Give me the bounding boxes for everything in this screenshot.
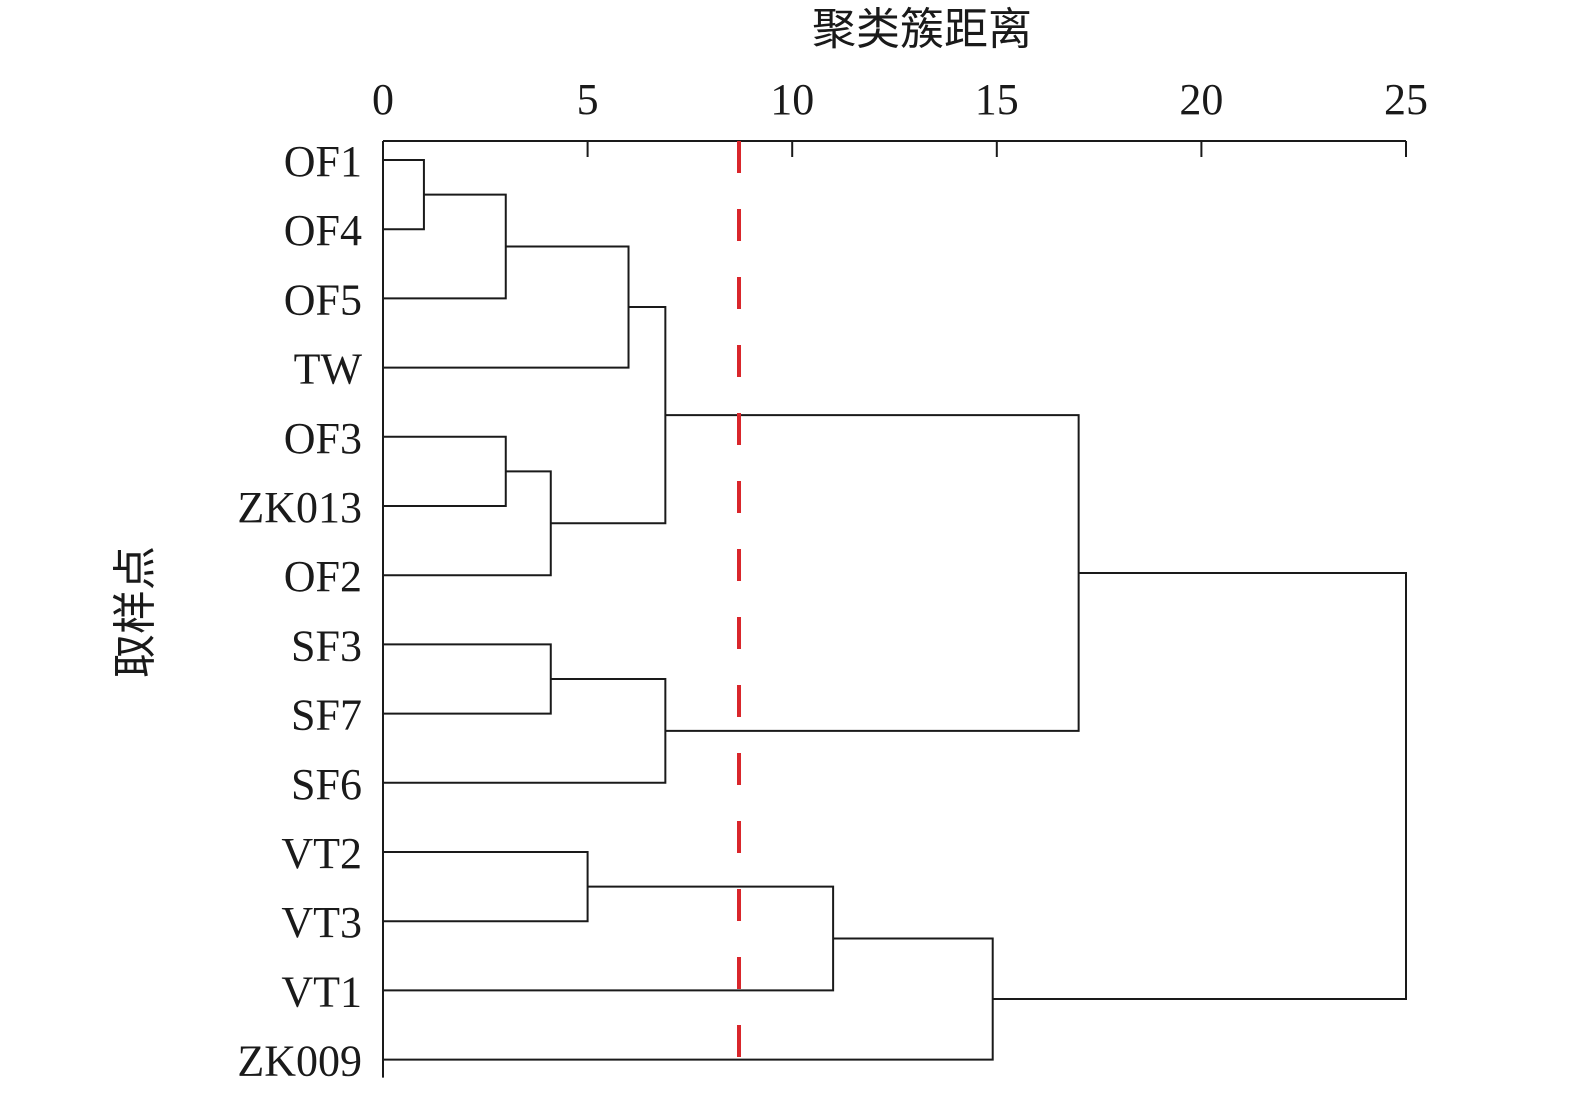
x-tick-label: 0 — [372, 75, 394, 124]
leaf-label: OF3 — [284, 414, 362, 463]
leaf-label: SF7 — [291, 691, 362, 740]
merge-link — [383, 193, 507, 300]
leaf-label: SF6 — [291, 760, 362, 809]
merge-link — [383, 159, 425, 231]
x-axis: 0 5 10 15 20 25 — [372, 75, 1428, 157]
merge-link — [550, 306, 667, 525]
leaf-label: OF1 — [284, 137, 362, 186]
leaf-label: VT2 — [281, 829, 362, 878]
leaf-label: OF5 — [284, 275, 362, 324]
leaf-label: ZK013 — [237, 483, 362, 532]
leaf-label: ZK009 — [237, 1037, 362, 1086]
merge-link — [383, 435, 507, 507]
merge-link — [383, 937, 994, 1061]
leaf-label: VT1 — [281, 967, 362, 1016]
merge-link — [383, 678, 667, 784]
x-tick-label: 5 — [577, 75, 599, 124]
merge-link — [383, 885, 835, 992]
leaf-label: TW — [294, 345, 363, 394]
dendrogram-tree — [383, 159, 1407, 1061]
x-tick-label: 20 — [1179, 75, 1223, 124]
merge-link — [383, 643, 552, 715]
x-tick-label: 10 — [770, 75, 814, 124]
leaf-label: VT3 — [281, 898, 362, 947]
merge-link — [383, 851, 589, 923]
x-tick-label: 15 — [975, 75, 1019, 124]
merge-link — [992, 572, 1407, 1001]
y-axis-title: 取样点 — [110, 546, 161, 678]
leaf-label: OF4 — [284, 206, 362, 255]
x-tick-label: 25 — [1384, 75, 1428, 124]
merge-link — [665, 414, 1080, 732]
leaf-label: OF2 — [284, 552, 362, 601]
x-axis-title: 聚类簇距离 — [812, 4, 1032, 55]
merge-link — [383, 470, 552, 577]
leaf-label: SF3 — [291, 621, 362, 670]
